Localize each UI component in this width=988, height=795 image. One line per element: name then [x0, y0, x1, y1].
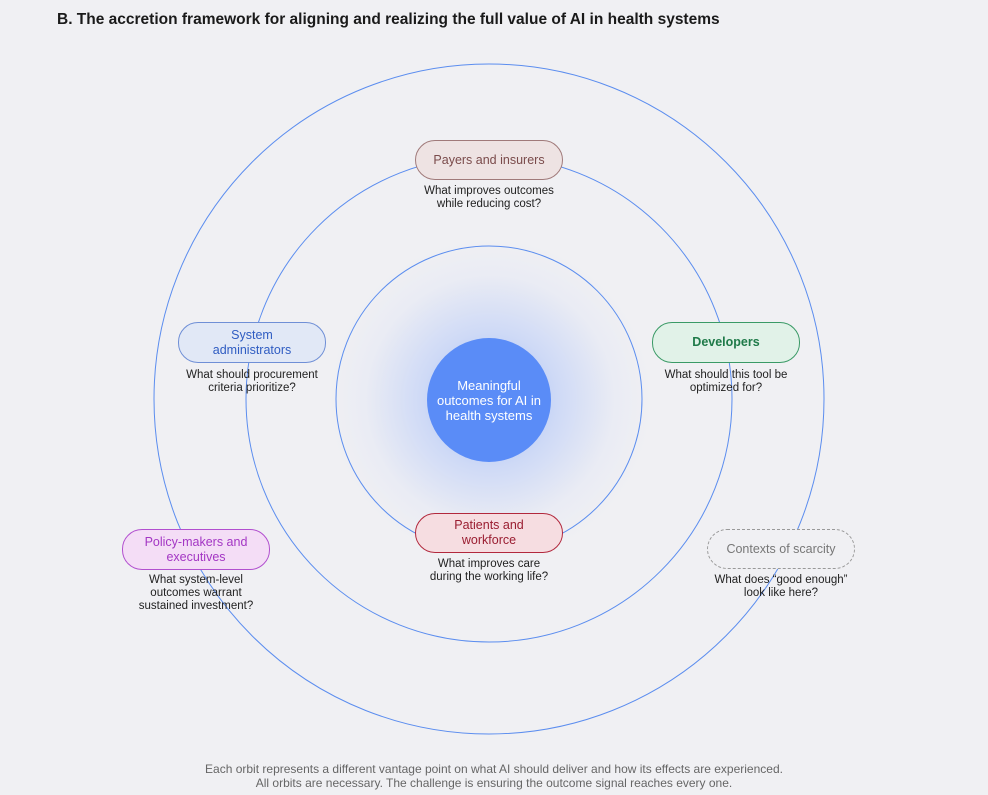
contexts-scarcity-pill: Contexts of scarcity: [707, 529, 855, 569]
developers-pill: Developers: [652, 322, 800, 363]
policy-makers-question: What system-level outcomes warrant susta…: [138, 574, 254, 612]
system-administrators-pill: System administrators: [178, 322, 326, 363]
footer-line-1: Each orbit represents a different vantag…: [205, 762, 783, 776]
patients-workforce-question: What improves care during the working li…: [429, 558, 549, 583]
center-label: Meaningful outcomes for AI in health sys…: [436, 377, 542, 423]
patients-workforce-label: Patients and workforce: [454, 518, 524, 547]
contexts-scarcity-label: Contexts of scarcity: [726, 541, 836, 556]
outer-orbit: [153, 63, 825, 735]
policy-makers-label: Policy-makers and executives: [144, 534, 248, 564]
system-administrators-label: System administrators: [212, 327, 292, 357]
developers-question: What should this tool be optimized for?: [664, 369, 788, 394]
payers-insurers-label: Payers and insurers: [433, 152, 545, 167]
policy-makers-pill: Policy-makers and executives: [122, 529, 270, 570]
payers-insurers-question: What improves outcomes while reducing co…: [424, 185, 554, 210]
developers-label: Developers: [692, 335, 760, 349]
footer-line-2: All orbits are necessary. The challenge …: [255, 776, 733, 790]
system-administrators-question: What should procurement criteria priorit…: [186, 369, 318, 394]
payers-insurers-pill: Payers and insurers: [415, 140, 563, 180]
page-title: B. The accretion framework for aligning …: [57, 11, 720, 28]
center-outcomes-node: Meaningful outcomes for AI in health sys…: [427, 338, 551, 462]
contexts-scarcity-question: What does “good enough” look like here?: [714, 574, 848, 599]
footer-caption: Each orbit represents a different vantag…: [0, 762, 988, 790]
patients-workforce-pill: Patients and workforce: [415, 513, 563, 553]
